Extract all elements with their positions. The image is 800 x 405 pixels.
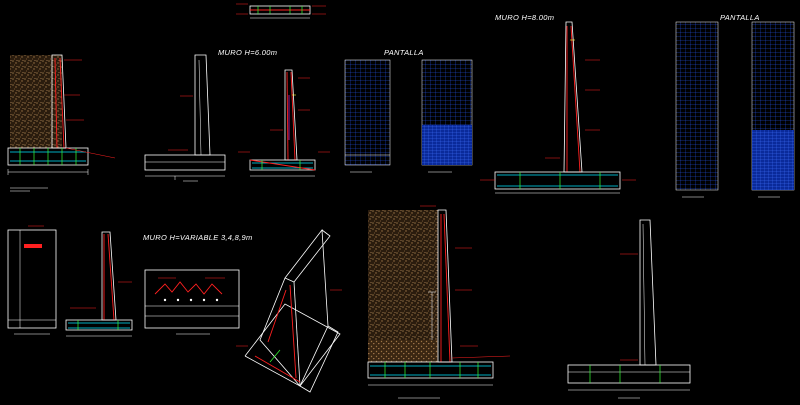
pantalla-6m-cara-interior[interactable] [421,59,473,173]
title-muro-variable: MURO H=VARIABLE 3,4,8,9m [143,233,253,242]
isometric-3d-wall[interactable] [236,228,342,393]
pantalla-8m-cara-interior[interactable] [751,21,795,198]
plan-view-footing[interactable] [144,269,240,335]
section-wall-variable-with-soil[interactable] [367,205,511,399]
section-wall-6m-with-soil[interactable] [7,54,116,192]
title-pantalla-1: PANTALLA [384,48,424,57]
profile-wall-6m[interactable] [144,54,226,182]
rebar-wall-6m[interactable] [238,69,330,177]
profile-wall-variable-right[interactable] [567,219,691,399]
title-pantalla-2: PANTALLA [720,13,760,22]
profile-wall-variable[interactable] [65,231,133,337]
rebar-wall-8m[interactable] [480,21,636,194]
frontal-elevation[interactable] [7,225,57,335]
title-muro-6m: MURO H=6.00m [218,48,277,57]
pantalla-6m-cara-exterior[interactable] [344,59,391,173]
top-plan-detail[interactable] [236,3,326,19]
pantalla-8m-cara-exterior[interactable] [675,21,719,198]
title-muro-8m: MURO H=8.00m [495,13,554,22]
